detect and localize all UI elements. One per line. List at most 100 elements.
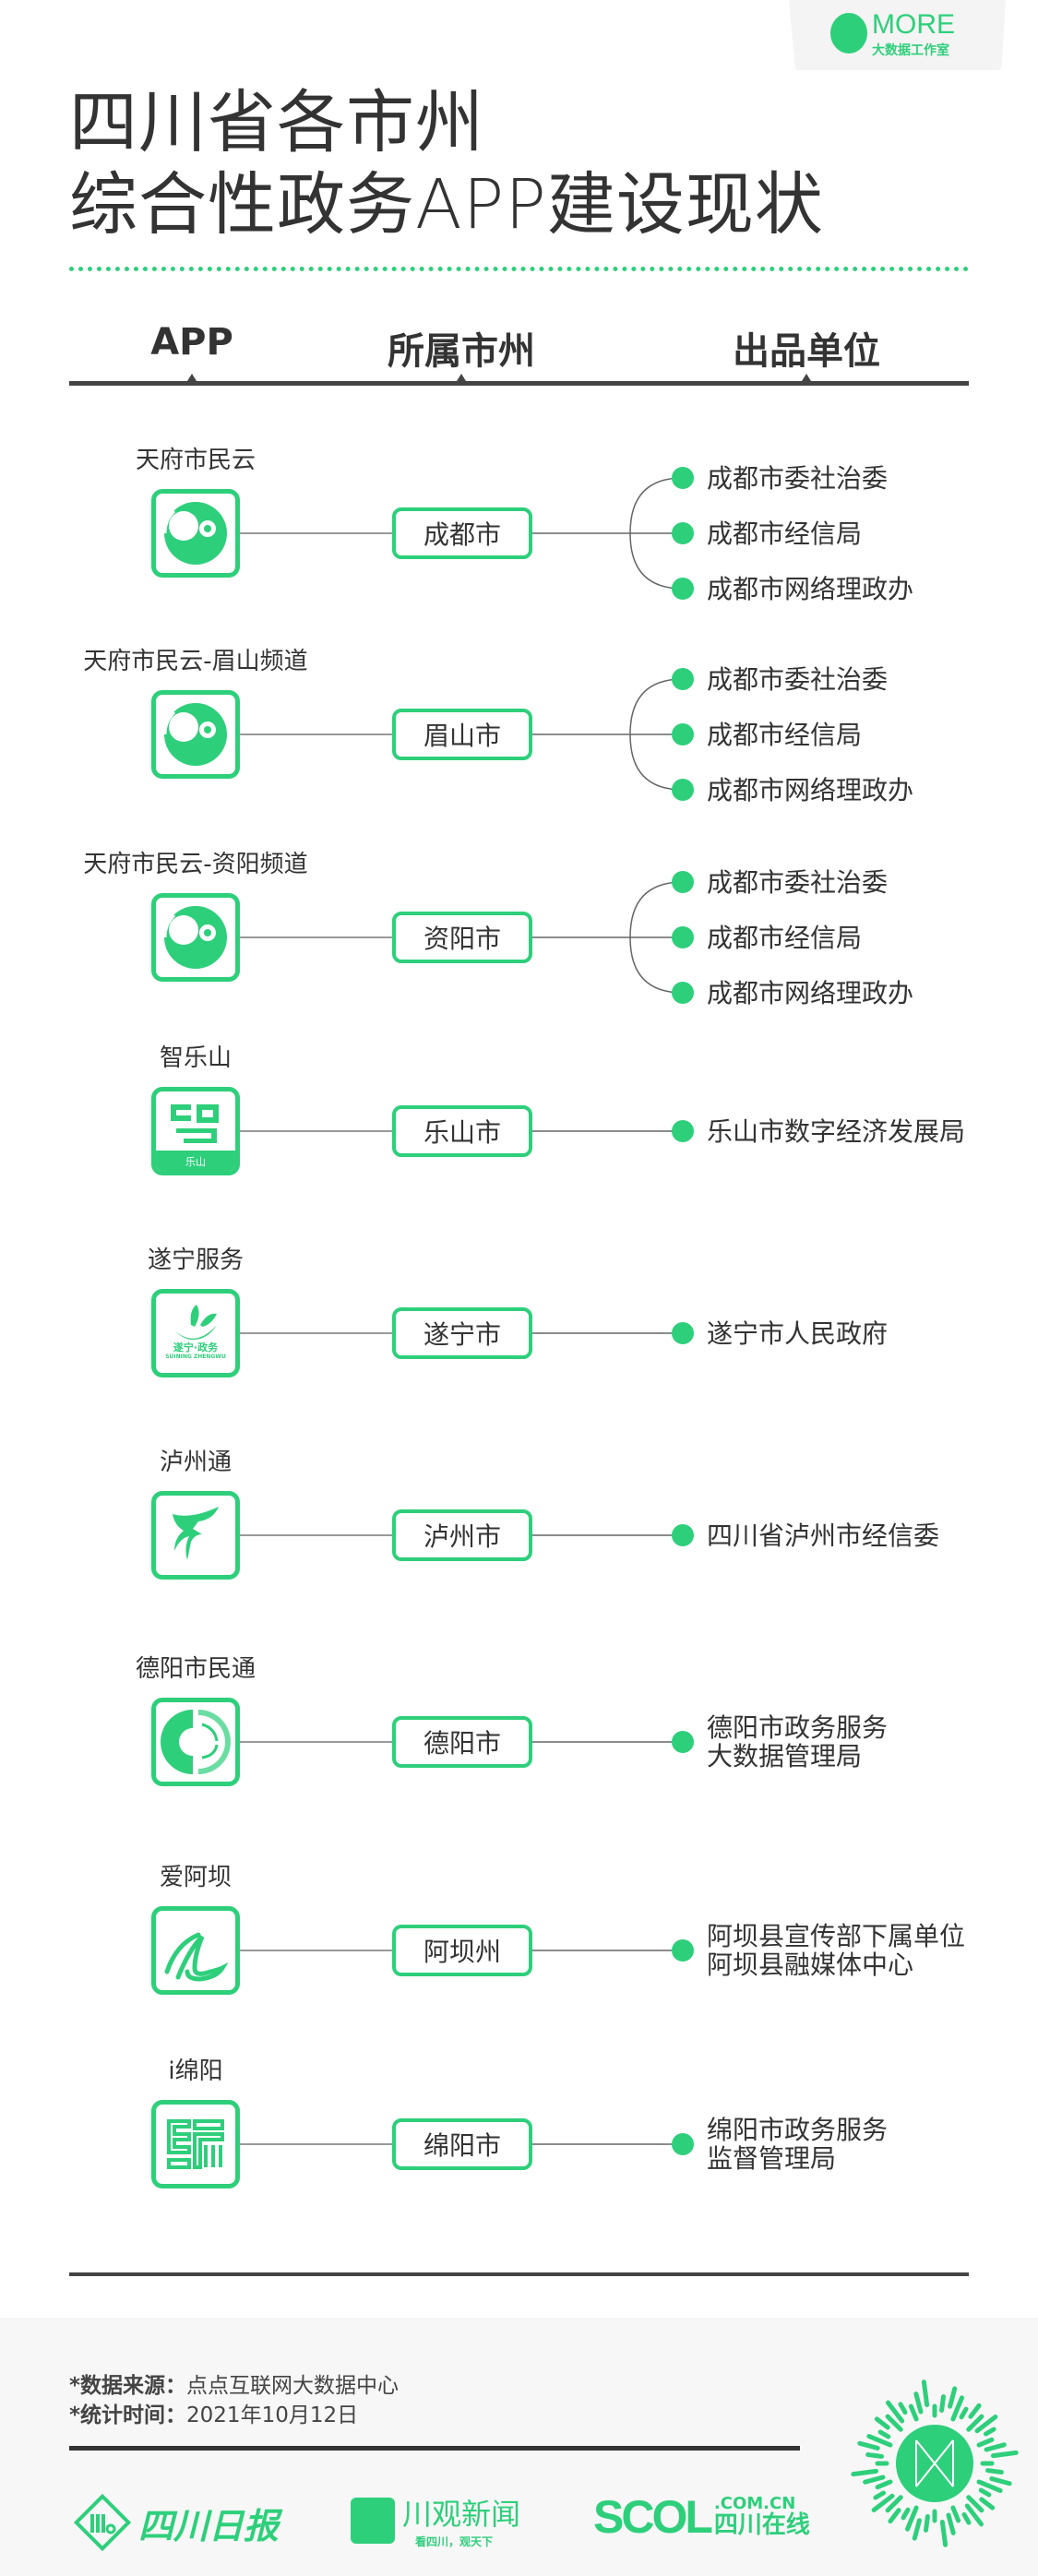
app-row: 天府市民云成都市成都市委社治委成都市经信局成都市网络理政办 — [0, 404, 1038, 662]
connector-line — [240, 936, 392, 938]
bullet-dot-icon — [672, 1731, 694, 1753]
chuanguan-app-icon — [351, 2497, 395, 2544]
app-name: 天府市民云-眉山频道 — [83, 648, 308, 675]
connector-line — [240, 532, 392, 534]
app-name: 德阳市民通 — [135, 1655, 257, 1683]
app-icon[interactable] — [151, 2100, 240, 2188]
sichuan-daily-emblem-icon — [74, 2494, 131, 2551]
unit-item: 成都市委社治委 — [672, 665, 1022, 694]
connector-line — [240, 2143, 392, 2145]
unit-name: 绵阳市政务服务 监督管理局 — [707, 2115, 889, 2174]
unit-name: 德阳市政务服务 大数据管理局 — [707, 1712, 889, 1771]
app-icon[interactable] — [151, 1698, 240, 1786]
bullet-dot-icon — [672, 467, 694, 489]
header-unit: 出品单位 — [733, 330, 880, 373]
unit-name: 成都市委社治委 — [707, 663, 889, 695]
connector-line — [240, 1741, 392, 1743]
bullet-dot-icon — [672, 578, 694, 600]
app-row: 爱阿坝阿坝州阿坝县宣传部下属单位 阿坝县融媒体中心 — [0, 1821, 1038, 2080]
scol-text: SCOL — [593, 2491, 713, 2543]
app-icon[interactable] — [151, 690, 240, 779]
connector-line — [240, 733, 392, 735]
connector-line — [240, 1130, 392, 1132]
app-icon[interactable]: 乐山 — [151, 1087, 240, 1175]
unit-name: 成都市网络理政办 — [707, 977, 914, 1008]
connector-lines — [532, 2143, 683, 2145]
unit-name: 成都市网络理政办 — [707, 573, 914, 604]
connector-lines — [532, 1741, 683, 1743]
source-value: 点点互联网大数据中心 — [186, 2374, 400, 2398]
app-row: 天府市民云-眉山频道眉山市 成都市委社治委成都市经信局成都市网络理政办 — [0, 605, 1038, 864]
unit-name: 成都市经信局 — [707, 719, 863, 750]
connector-line — [240, 1534, 392, 1536]
city-box: 绵阳市 — [392, 2118, 532, 2170]
connector-lines — [532, 1950, 683, 1951]
unit-item: 成都市网络理政办 — [672, 979, 1022, 1008]
brand-name: MORE — [872, 9, 955, 40]
header-city: 所属市州 — [388, 330, 535, 373]
city-box: 成都市 — [392, 507, 532, 559]
scol-logo: SCOL .COM.CN 四川在线 — [593, 2491, 810, 2543]
app-row: 天府市民云-资阳频道资阳市成都市委社治委成都市经信局成都市网络理政办 — [0, 808, 1038, 1067]
icon-subcaption: SUINING ZHENGWU — [165, 1354, 226, 1360]
bullet-dot-icon — [672, 2133, 694, 2155]
chuanguan-text: 川观新闻 — [402, 2497, 521, 2532]
unit-item: 德阳市政务服务 大数据管理局 — [672, 1713, 1022, 1771]
unit-item: 成都市委社治委 — [672, 868, 1022, 897]
bullet-dot-icon — [672, 723, 694, 745]
dotted-divider — [69, 267, 969, 271]
bullet-dot-icon — [672, 1939, 694, 1962]
bullet-dot-icon — [672, 871, 694, 893]
city-box: 资阳市 — [392, 912, 532, 963]
unit-name: 成都市经信局 — [707, 518, 863, 549]
bullet-dot-icon — [672, 522, 694, 544]
source-label: *数据来源： — [69, 2374, 187, 2398]
app-name: 遂宁服务 — [147, 1246, 245, 1274]
unit-item: 成都市网络理政办 — [672, 776, 1022, 805]
app-name: 智乐山 — [159, 1044, 233, 1072]
brand-sub: 大数据工作室 — [872, 43, 949, 58]
more-studio-badge: MORE 大数据工作室 — [789, 0, 1006, 70]
unit-name: 遂宁市人民政府 — [707, 1318, 889, 1349]
app-icon[interactable] — [151, 489, 240, 578]
bullet-dot-icon — [672, 1120, 694, 1142]
chuanguan-logo: 川观新闻 看四川，观天下 — [351, 2491, 520, 2549]
connector-lines — [532, 1534, 683, 1536]
app-name: 泸州通 — [159, 1449, 233, 1476]
unit-name: 成都市委社治委 — [707, 462, 889, 494]
chuanguan-slogan: 看四川，观天下 — [415, 2535, 494, 2548]
unit-item: 成都市经信局 — [672, 924, 1022, 952]
scol-domain: .COM.CN — [713, 2494, 796, 2513]
city-box: 德阳市 — [392, 1716, 532, 1768]
bottom-divider — [69, 2272, 969, 2276]
unit-name: 四川省泸州市经信委 — [707, 1520, 940, 1551]
time-value: 2021年10月12日 — [186, 2403, 359, 2427]
header-divider — [69, 381, 969, 386]
sichuan-daily-text: 四川日报 — [138, 2504, 280, 2546]
header-tick — [457, 374, 466, 381]
connector-lines — [532, 1130, 683, 1132]
header-tick — [187, 374, 197, 381]
page-title-line1: 四川省各市州 — [69, 83, 484, 162]
bullet-dot-icon — [672, 668, 694, 690]
header-app: APP — [150, 321, 233, 364]
unit-name: 乐山市数字经济发展局 — [707, 1115, 966, 1147]
app-icon[interactable] — [151, 1491, 240, 1580]
app-icon[interactable] — [151, 893, 240, 982]
unit-item: 成都市经信局 — [672, 721, 1022, 749]
city-box: 乐山市 — [392, 1105, 532, 1157]
city-box: 泸州市 — [392, 1509, 532, 1561]
mini-program-qr-code[interactable] — [847, 2376, 1022, 2551]
bullet-dot-icon — [672, 982, 694, 1004]
app-row: i绵阳绵阳市绵阳市政务服务 监督管理局 — [0, 2015, 1038, 2273]
connector-lines — [532, 1332, 683, 1334]
unit-item: 四川省泸州市经信委 — [672, 1521, 1022, 1550]
app-icon[interactable] — [151, 1906, 240, 1995]
scol-name: 四川在线 — [713, 2511, 810, 2539]
unit-item: 乐山市数字经济发展局 — [672, 1117, 1022, 1146]
icon-caption: 乐山 — [185, 1156, 206, 1168]
unit-item: 绵阳市政务服务 监督管理局 — [672, 2116, 1022, 2173]
city-box: 眉山市 — [392, 709, 532, 760]
